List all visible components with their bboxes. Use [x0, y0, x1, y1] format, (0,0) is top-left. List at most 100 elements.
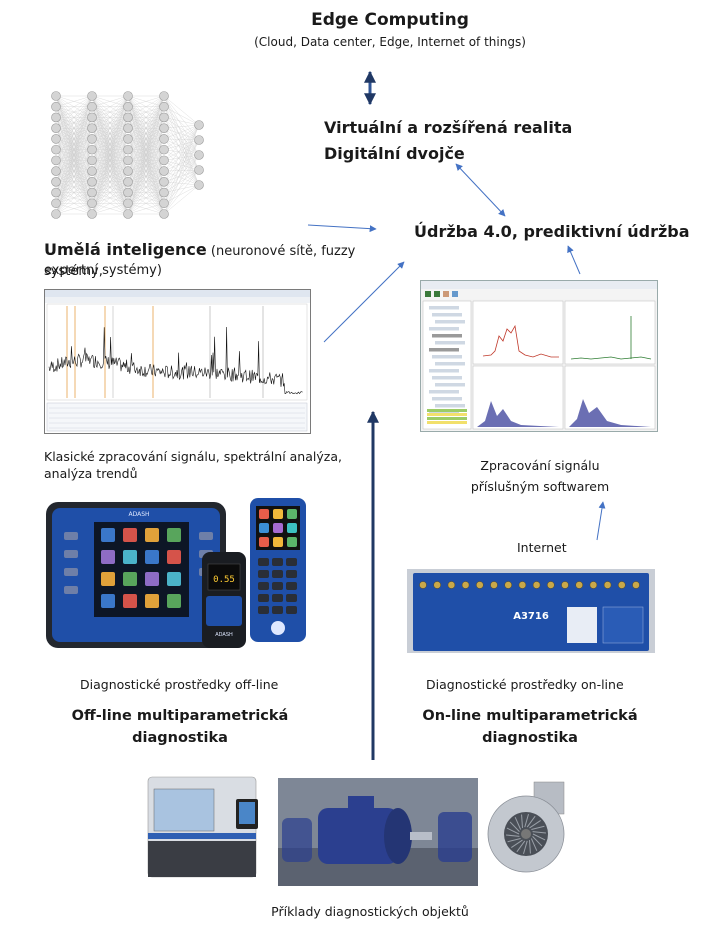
online-device-connector: [518, 581, 527, 589]
nn-node: [123, 155, 133, 166]
nn-edge: [91, 203, 129, 215]
tablet-app-icon: [123, 528, 137, 542]
nn-edge: [163, 184, 200, 193]
tree-item: [435, 383, 465, 387]
nn-edge: [127, 95, 165, 129]
software-waterfall-1: [477, 401, 559, 427]
tree-status-row: [427, 417, 467, 420]
nn-node: [87, 198, 97, 209]
tree-item: [432, 334, 462, 338]
nn-edge: [163, 139, 200, 204]
nn-node: [159, 134, 169, 144]
object-fan-graphic: [487, 781, 565, 873]
offline-devices-graphic: ADASH 0.55 ADASH: [46, 498, 306, 648]
meter-keypad: [206, 596, 242, 626]
nn-node: [87, 209, 97, 219]
object-fan-image: [482, 776, 576, 880]
classic-processing-line1: Klasické zpracování signálu, spektrální …: [44, 449, 342, 464]
nn-edge: [163, 149, 200, 156]
nn-edge: [127, 95, 165, 215]
nn-edge: [163, 139, 200, 215]
nn-edge: [55, 95, 93, 172]
online-diag-line2: diagnostika: [482, 730, 578, 746]
nn-edge: [91, 95, 129, 150]
nn-edge: [163, 169, 200, 204]
handheld-keypad: [258, 558, 297, 614]
handheld-key: [258, 570, 269, 578]
nn-edge: [163, 106, 200, 126]
fan-blade: [532, 831, 547, 834]
tablet-button-4: [64, 586, 78, 594]
nn-edge: [127, 95, 165, 140]
tree-item: [435, 404, 465, 408]
online-device-connector: [632, 581, 640, 589]
nn-edge: [163, 160, 200, 171]
toolbar-icon-4: [452, 291, 458, 297]
tree-status-row: [427, 413, 467, 416]
nn-edge: [127, 138, 165, 215]
nn-node: [159, 155, 169, 166]
online-device-connector: [461, 581, 470, 589]
nn-edge: [127, 106, 165, 215]
online-device-connector: [561, 581, 569, 589]
nn-node: [123, 101, 133, 112]
object-motor-image: [278, 778, 478, 886]
online-device-graphic: A3716: [407, 569, 655, 653]
nn-edge: [127, 117, 165, 215]
nn-edge: [127, 95, 165, 161]
objects-label: Příklady diagnostických objektů: [271, 904, 469, 919]
nn-node: [159, 177, 169, 187]
nn-edge: [163, 124, 200, 140]
nn-edge: [55, 95, 93, 107]
nn-node: [51, 123, 61, 133]
classic-maintenance-arrow: [323, 261, 405, 343]
nn-edge: [91, 181, 129, 215]
nn-edge: [127, 95, 165, 193]
meter-reading: 0.55: [213, 575, 235, 585]
tablet-app-icon: [167, 528, 181, 542]
tree-item: [435, 341, 465, 345]
tablet-app-icon: [167, 550, 181, 564]
handheld-key: [258, 606, 269, 614]
tablet-brand: ADASH: [128, 511, 149, 518]
fan-blade: [531, 825, 545, 830]
neural-network-graphic: [51, 91, 204, 219]
motor-second: [438, 812, 472, 862]
handheld-logo: [271, 621, 285, 635]
online-device-label-plate: [567, 607, 597, 643]
handheld-app-icons: [259, 509, 297, 547]
offline-devices-label: Diagnostické prostředky off-line: [80, 677, 279, 692]
nn-edge: [163, 154, 200, 204]
nn-node: [194, 120, 204, 130]
motor-shaft: [410, 832, 432, 840]
nn-edge: [163, 154, 200, 172]
motor-terminal-box: [348, 796, 374, 810]
nn-node: [87, 112, 97, 123]
motor-endcap: [384, 808, 412, 864]
fan-blade: [526, 815, 536, 828]
software-titlebar: [421, 281, 657, 289]
tree-item: [429, 390, 459, 394]
nn-edge: [127, 170, 165, 215]
nn-edge: [163, 169, 200, 182]
nn-edge: [127, 203, 165, 215]
spectrum-table: [46, 402, 308, 432]
nn-edge: [55, 95, 93, 182]
spectrum-toolbar: [45, 297, 310, 303]
handheld-app-icon: [259, 523, 269, 533]
nn-edge: [163, 139, 200, 161]
nn-edge: [91, 95, 129, 161]
tree-item: [432, 376, 462, 380]
classic-processing-line2: analýza trendů: [44, 466, 138, 481]
tree-item: [429, 369, 459, 373]
handheld-key: [258, 558, 269, 566]
tree-item: [432, 313, 462, 317]
ai-rest-label: (neuronové sítě, fuzzy systémy,: [44, 244, 356, 279]
handheld-key: [286, 558, 297, 566]
nn-node: [159, 198, 169, 209]
nn-edge: [55, 203, 93, 215]
fan-blades: [505, 814, 547, 854]
nn-edge: [163, 139, 200, 193]
nn-node: [123, 166, 133, 176]
